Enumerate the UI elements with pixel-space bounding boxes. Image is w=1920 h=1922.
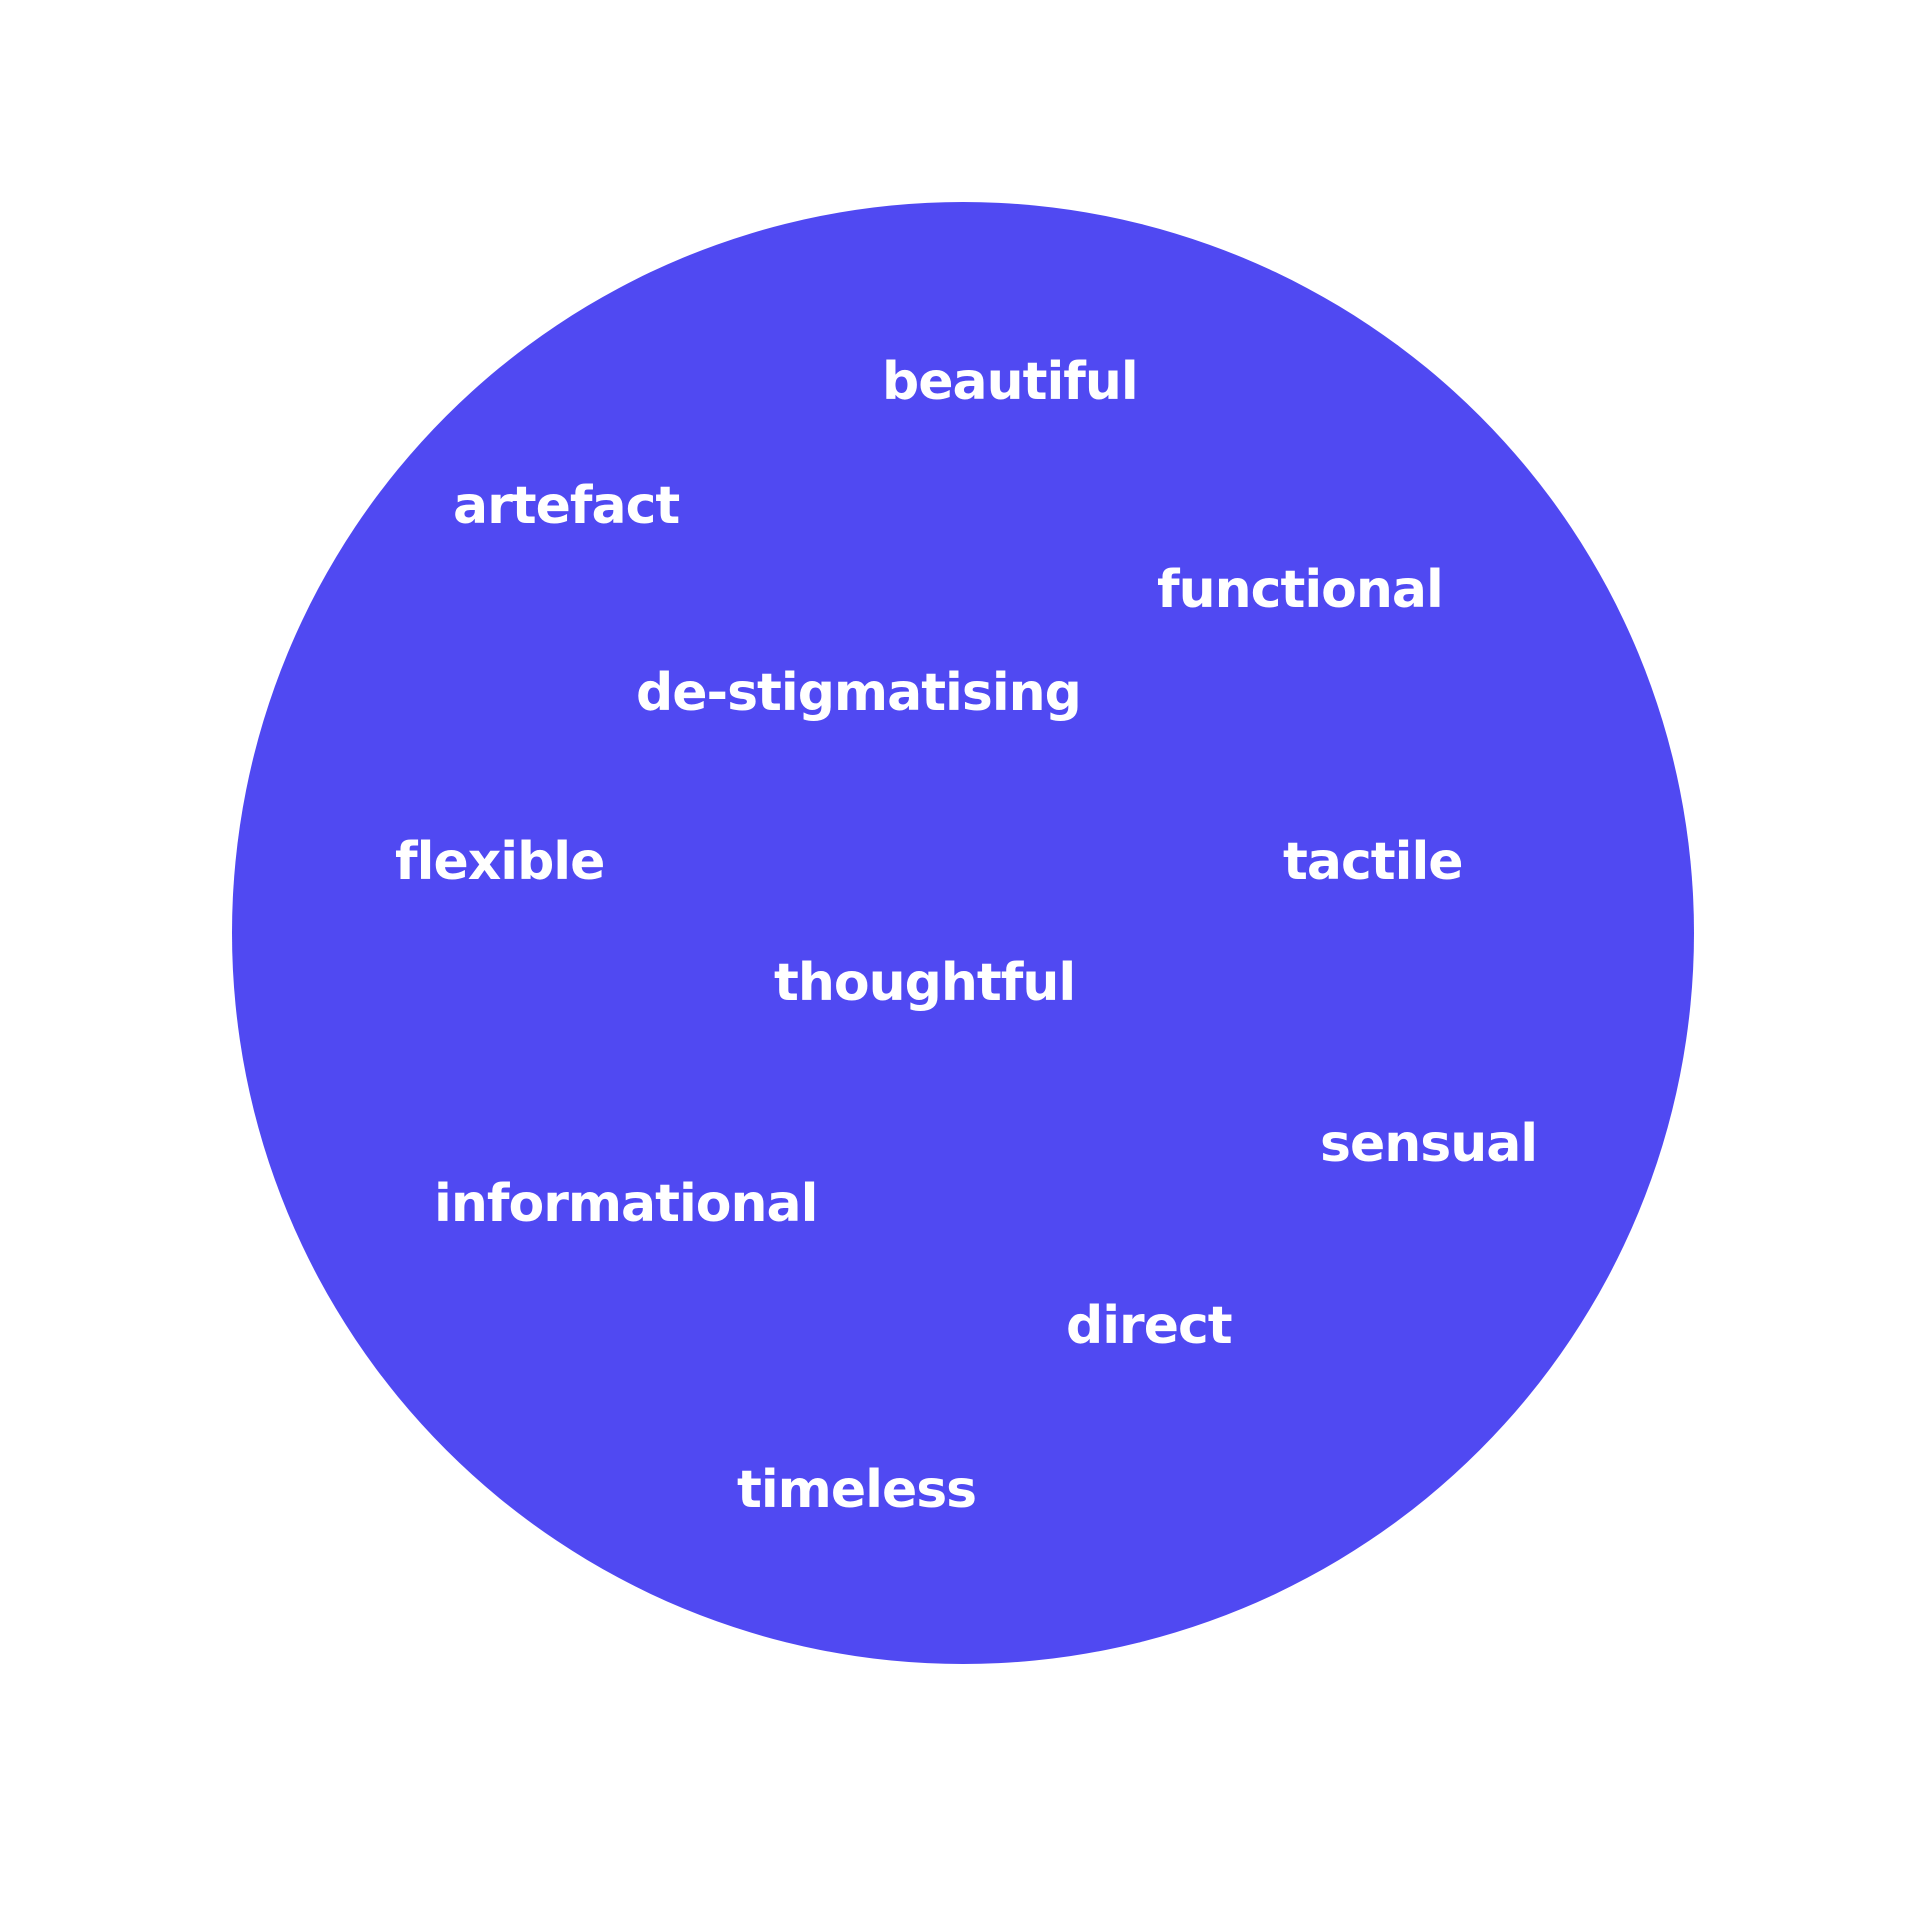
word-timeless: timeless <box>737 1460 977 1520</box>
word-de-stigmatising: de-stigmatising <box>636 663 1082 723</box>
blue-circle <box>232 202 1694 1664</box>
word-beautiful: beautiful <box>882 352 1139 412</box>
word-artefact: artefact <box>453 476 680 536</box>
word-direct: direct <box>1066 1296 1233 1356</box>
word-sensual: sensual <box>1320 1114 1538 1174</box>
word-tactile: tactile <box>1283 832 1464 892</box>
word-functional: functional <box>1157 560 1444 620</box>
word-thoughtful: thoughtful <box>774 953 1076 1013</box>
word-flexible: flexible <box>395 832 605 892</box>
word-informational: informational <box>434 1174 818 1234</box>
